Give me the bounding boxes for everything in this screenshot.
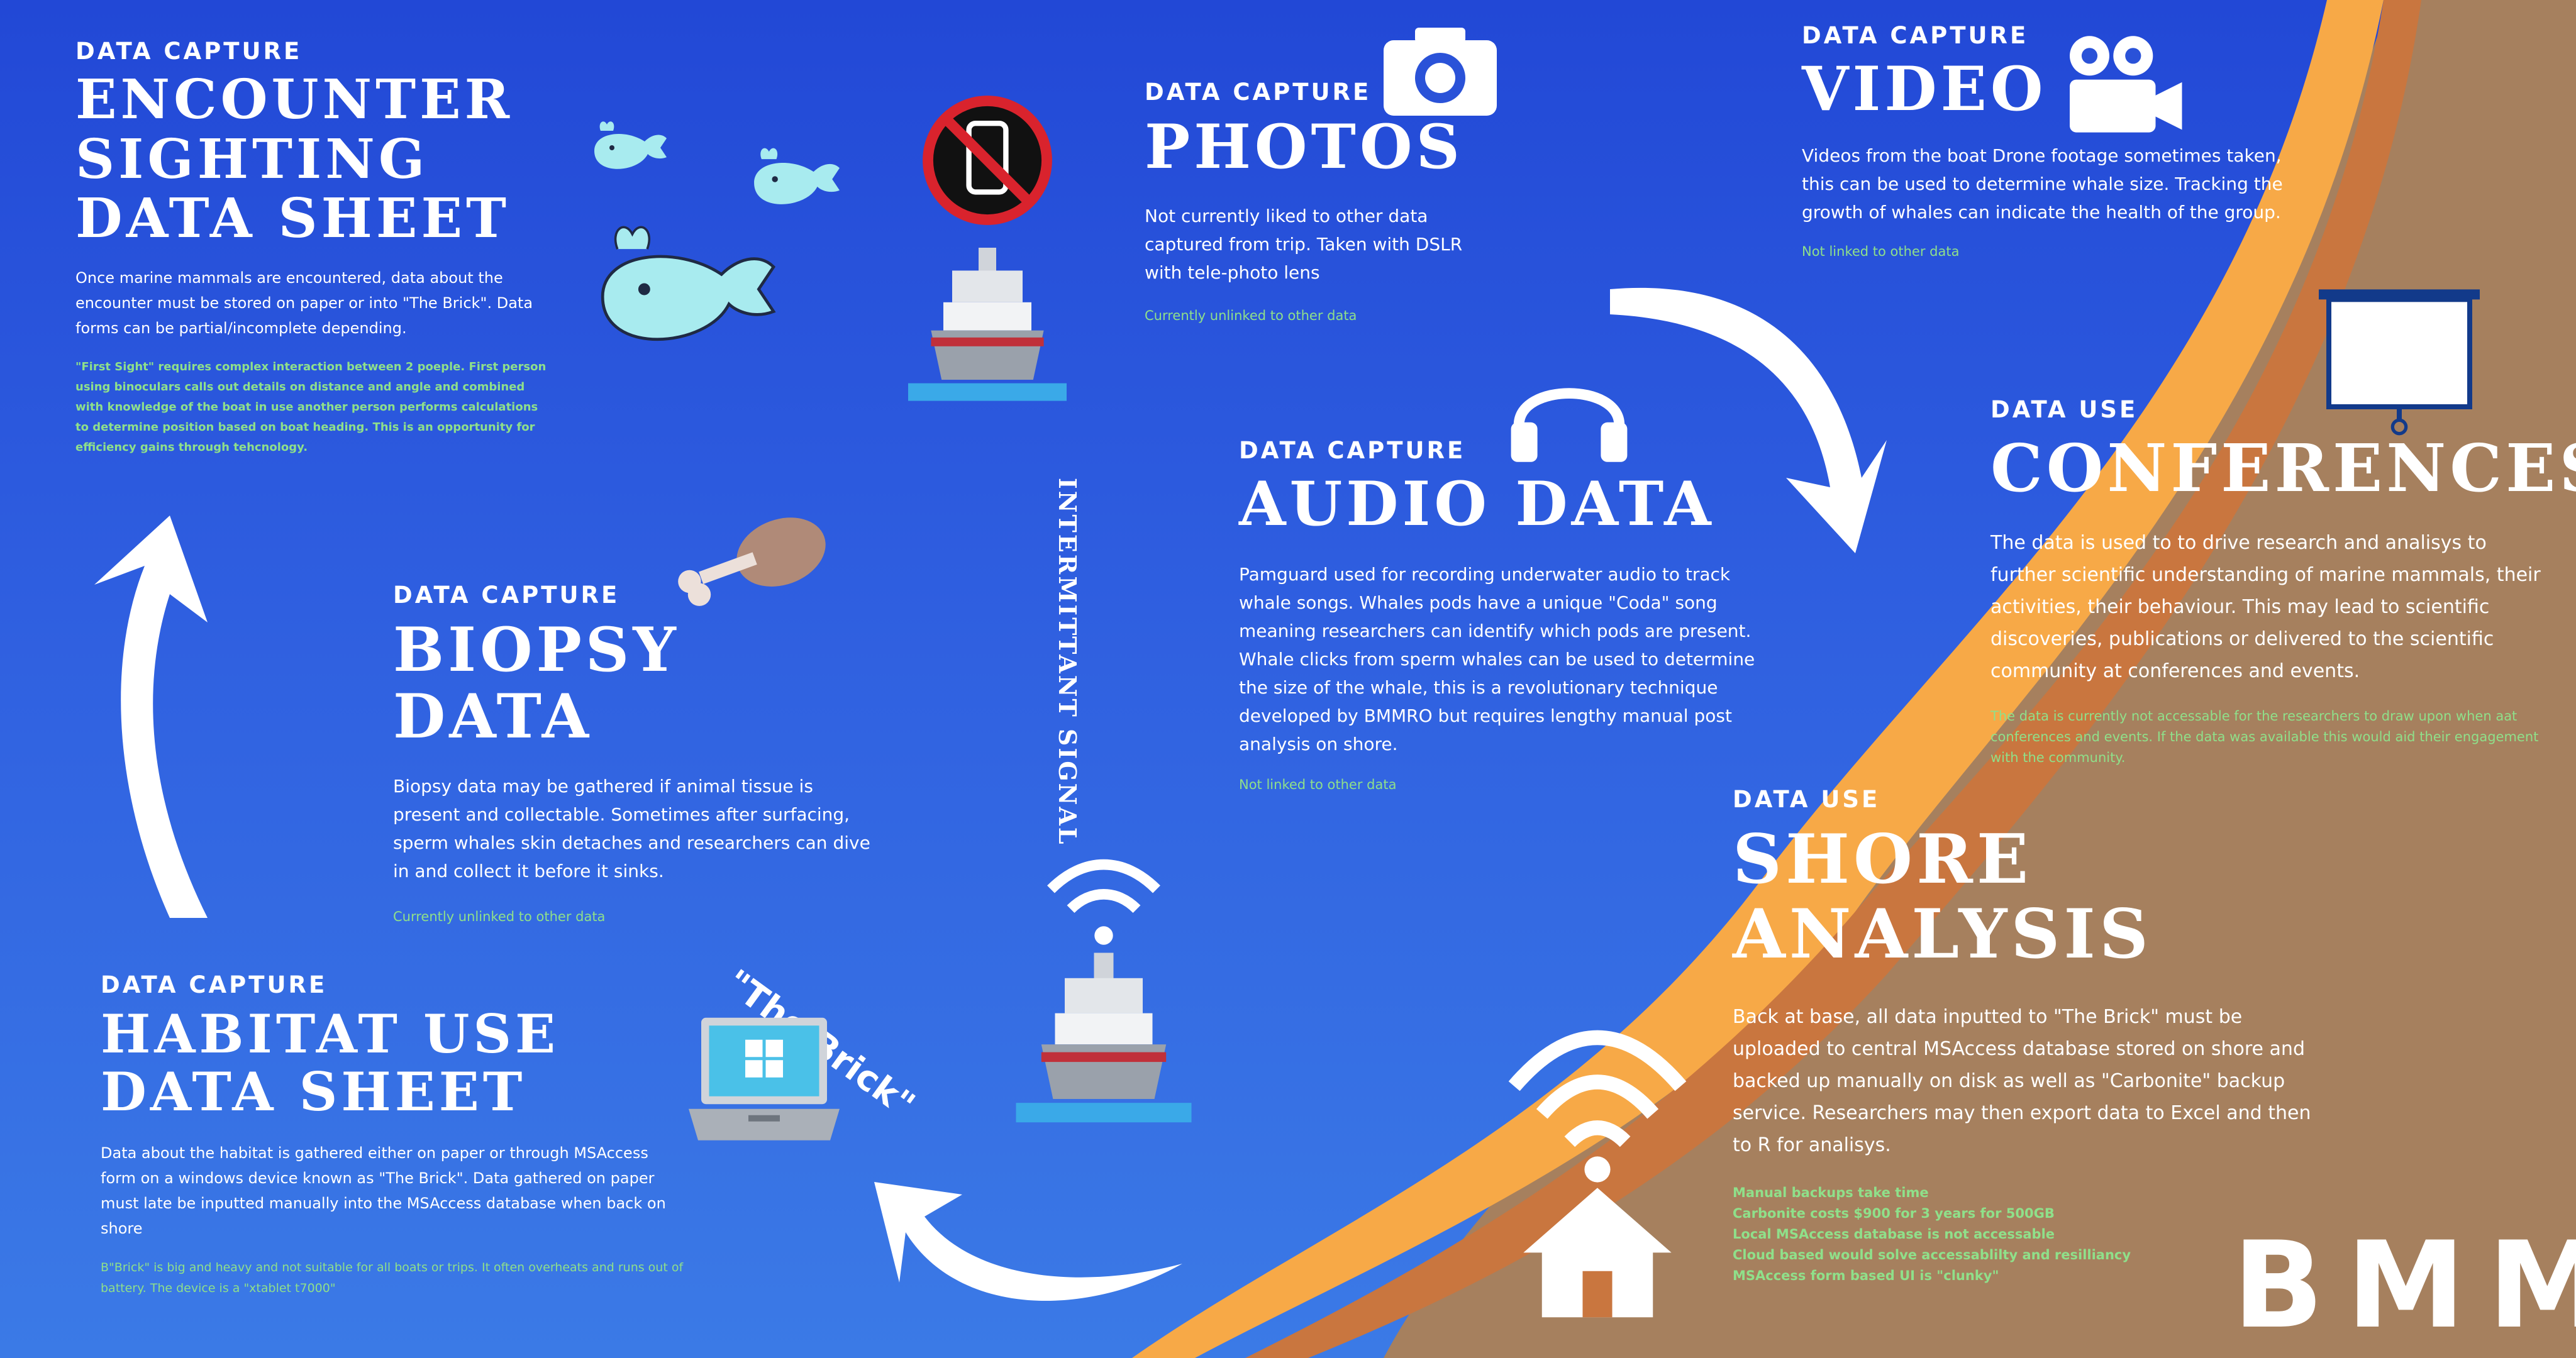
section-tag: DATA CAPTURE (101, 971, 328, 998)
video-camera-icon (2070, 36, 2182, 133)
headphones-icon (1511, 388, 1628, 462)
arrow-icon (874, 1182, 1182, 1301)
note-item: Cloud based would solve accessablilty an… (1733, 1247, 2131, 1262)
biopsy-section: DATA CAPTURE BIOPSY DATA Biopsy data may… (393, 582, 871, 927)
shore-notes: Manual backups take time Carbonite costs… (1733, 1183, 2330, 1286)
section-tag: DATA CAPTURE (1145, 79, 1372, 106)
whale-icon (594, 121, 667, 169)
section-title: ENCOUNTER SIGHTING DATA SHEET (75, 68, 514, 251)
note-item: Local MSAccess database is not accessabl… (1733, 1226, 2055, 1242)
brand-logo: BMMRO (2233, 1216, 2576, 1355)
whale-icon (754, 148, 840, 204)
section-title: BIOPSY DATA (393, 614, 680, 752)
conferences-section: DATA USE CONFERENCES The data is used to… (1990, 396, 2576, 768)
section-note: Not linked to other data (1239, 776, 1397, 792)
note-item: Carbonite costs $900 for 3 years for 500… (1733, 1205, 2055, 1221)
laptop-icon (689, 1017, 840, 1140)
note-item: MSAccess form based UI is "clunky" (1733, 1267, 1999, 1283)
note-item: Manual backups take time (1733, 1184, 1929, 1200)
section-tag: DATA CAPTURE (393, 582, 620, 609)
projector-screen-icon (2319, 289, 2480, 436)
section-note: Currently unlinked to other data (1145, 307, 1357, 323)
section-body: Videos from the boat Drone footage somet… (1802, 145, 2283, 223)
drumstick-icon (678, 517, 826, 606)
section-note: The data is currently not accessable for… (1990, 709, 2539, 766)
section-body: Back at base, all data inputted to "The … (1733, 1005, 2311, 1156)
section-tag: DATA CAPTURE (75, 38, 303, 65)
section-body: Data about the habitat is gathered eithe… (101, 1144, 666, 1237)
section-tag: DATA CAPTURE (1239, 437, 1466, 464)
arrow-icon (1610, 287, 1887, 553)
section-note: B"Brick" is big and heavy and not suitab… (101, 1260, 684, 1295)
section-body: Not currently liked to other data captur… (1145, 205, 1463, 283)
video-section: DATA CAPTURE VIDEO Videos from the boat … (1802, 22, 2292, 262)
section-title: SHORE ANALYSIS (1733, 820, 2152, 974)
section-body: The data is used to to drive research an… (1990, 532, 2541, 683)
shore-section: DATA USE SHORE ANALYSIS Back at base, al… (1733, 786, 2330, 1286)
camera-icon (1384, 28, 1497, 116)
section-title: HABITAT USE DATA SHEET (101, 1003, 560, 1123)
section-note: Currently unlinked to other data (393, 909, 606, 925)
section-tag: DATA CAPTURE (1802, 22, 2029, 49)
arrow-icon (94, 516, 208, 918)
photos-section: DATA CAPTURE PHOTOS Not currently liked … (1145, 79, 1597, 326)
audio-section: DATA CAPTURE AUDIO DATA Pamguard used fo… (1239, 437, 1761, 795)
signal-label: INTERMITTANT SIGNAL (1053, 478, 1082, 846)
boat-icon (1016, 952, 1192, 1123)
section-tag: DATA USE (1733, 786, 1880, 813)
boat-icon (908, 248, 1067, 401)
section-note: "First Sight" requires complex interacti… (75, 360, 547, 454)
whale-icon (601, 226, 776, 341)
no-phone-icon (923, 96, 1052, 225)
section-note: Not linked to other data (1802, 243, 1960, 259)
encounter-section: DATA CAPTURE ENCOUNTER SIGHTING DATA SHE… (75, 38, 553, 458)
section-title: PHOTOS (1145, 111, 1463, 182)
section-title: CONFERENCES (1990, 429, 2576, 507)
habitat-section: DATA CAPTURE HABITAT USE DATA SHEET Data… (101, 971, 686, 1299)
section-title: VIDEO (1802, 53, 2047, 124)
section-body: Once marine mammals are encountered, dat… (75, 268, 533, 337)
home-wifi-icon (1508, 1030, 1687, 1318)
wifi-icon (1047, 859, 1160, 945)
section-tag: DATA USE (1990, 396, 2138, 423)
section-body: Pamguard used for recording underwater a… (1239, 563, 1755, 754)
section-body: Biopsy data may be gathered if animal ti… (393, 776, 870, 882)
section-title: AUDIO DATA (1239, 468, 1715, 539)
